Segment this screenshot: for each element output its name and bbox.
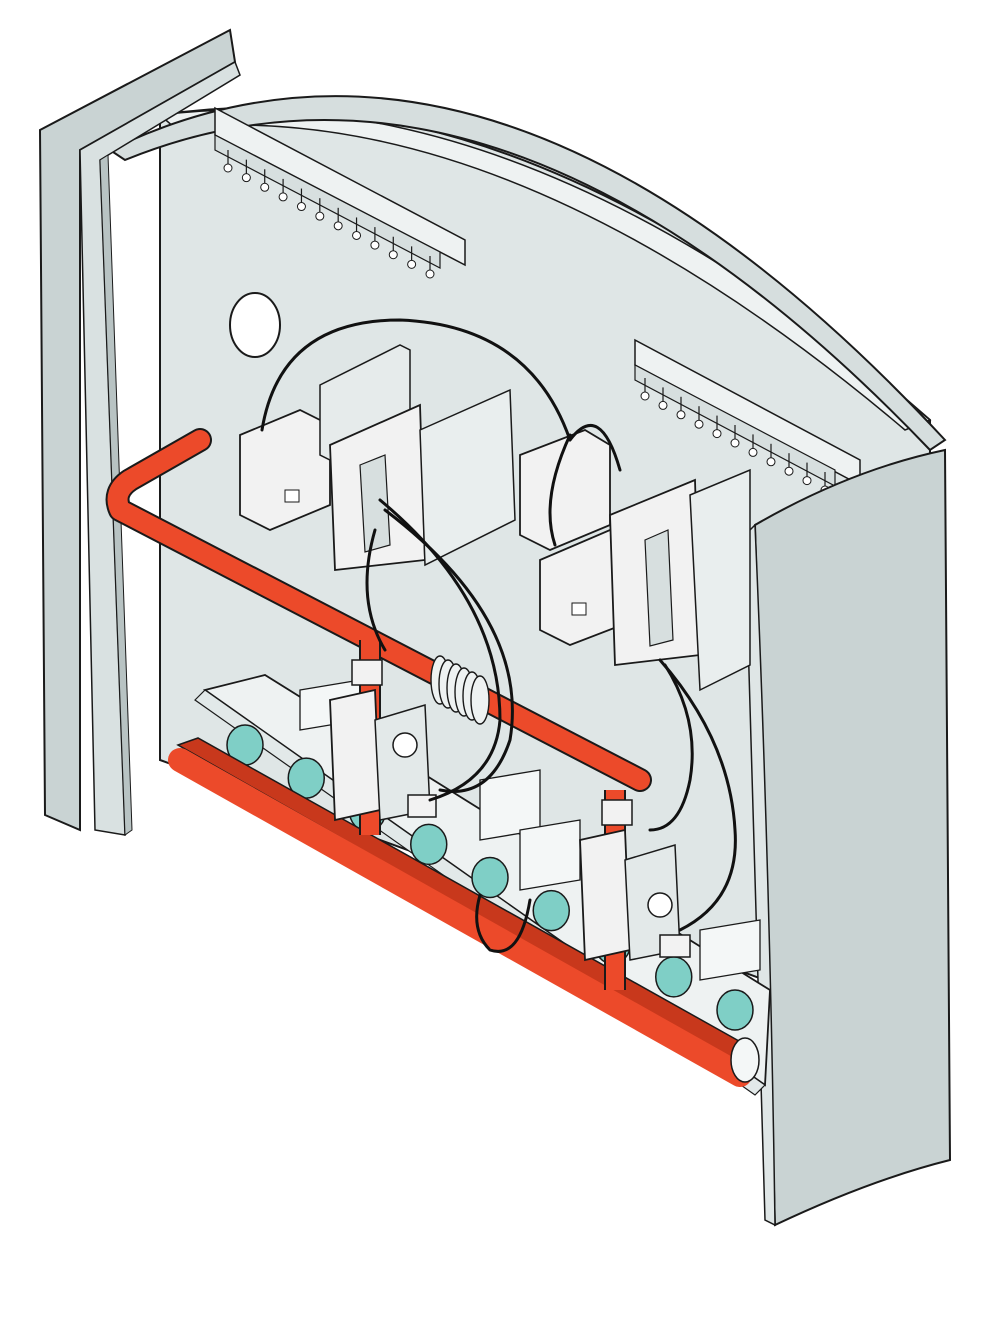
terminal-screw bbox=[730, 438, 740, 448]
terminal-strip-1-tabs bbox=[223, 150, 435, 279]
terminal-strip-1 bbox=[214, 106, 466, 269]
terminal-screw bbox=[241, 173, 251, 183]
terminal-screw bbox=[296, 202, 306, 212]
terminal-screw bbox=[370, 240, 380, 250]
terminal-screw bbox=[260, 182, 270, 192]
terminal-screw bbox=[388, 250, 398, 260]
terminal-screw bbox=[676, 410, 686, 420]
burner-port bbox=[532, 889, 570, 932]
right-side-panel bbox=[744, 448, 952, 1227]
terminal-screw bbox=[352, 230, 362, 240]
flexible-gas-connector bbox=[430, 655, 490, 725]
terminal-screw bbox=[315, 211, 325, 221]
terminal-screw bbox=[407, 259, 417, 269]
terminal-screw bbox=[425, 269, 435, 279]
terminal-screw bbox=[784, 466, 794, 476]
terminal-screw bbox=[658, 400, 668, 410]
terminal-screw bbox=[333, 221, 343, 231]
top-lip bbox=[107, 95, 947, 452]
terminal-screw bbox=[712, 429, 722, 439]
bellows-ring bbox=[470, 675, 490, 725]
burner-port bbox=[410, 823, 448, 866]
terminal-screw bbox=[278, 192, 288, 202]
vent-hole bbox=[229, 292, 281, 358]
control-module-1 bbox=[239, 344, 516, 572]
terminal-screw bbox=[748, 447, 758, 457]
terminal-screw bbox=[223, 163, 233, 173]
burner-port bbox=[471, 856, 509, 899]
burner-port bbox=[716, 989, 754, 1031]
burner-port bbox=[655, 956, 693, 998]
gas-valve-2 bbox=[579, 799, 691, 962]
terminal-screw bbox=[694, 419, 704, 429]
terminal-screw bbox=[766, 457, 776, 467]
control-module-2 bbox=[519, 429, 751, 692]
wiring bbox=[260, 318, 737, 953]
gas-valve-1 bbox=[329, 659, 437, 822]
terminal-screw bbox=[640, 391, 650, 401]
terminal-screw bbox=[802, 476, 812, 486]
